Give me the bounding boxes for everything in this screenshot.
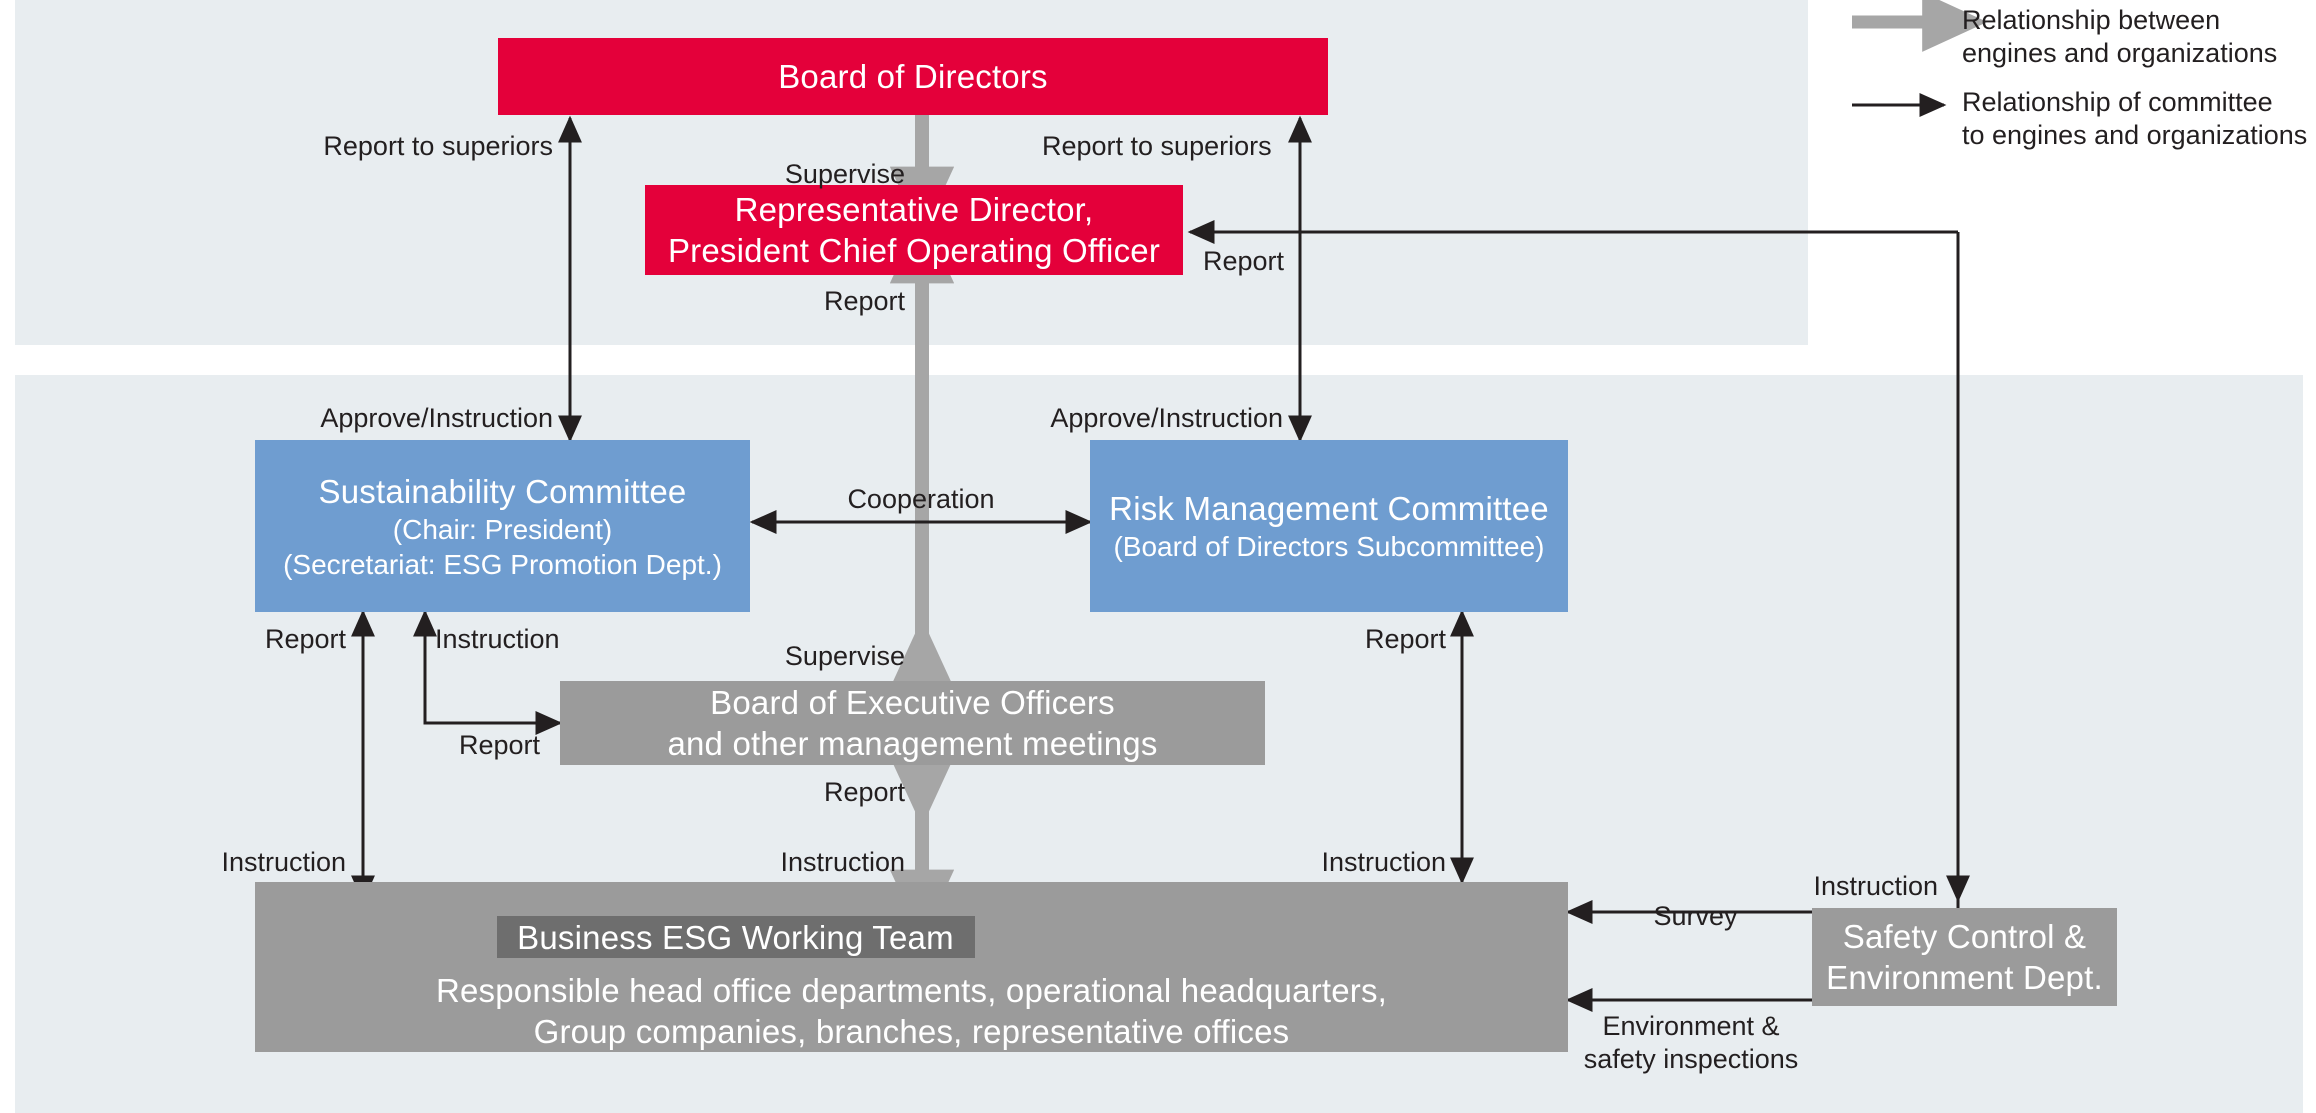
board-of-directors-title: Board of Directors <box>778 58 1048 95</box>
label-report-president-right: Report <box>1203 246 1285 276</box>
label-supervise-top: Supervise <box>784 159 905 189</box>
label-report-to-executive-officers: Report <box>458 730 540 760</box>
label-instruction-right-committee: Instruction <box>1321 847 1446 877</box>
sustainability-committee-secretariat: (Secretariat: ESG Promotion Dept.) <box>283 548 722 580</box>
node-sustainability-committee[interactable]: Sustainability Committee (Chair: Preside… <box>255 440 750 612</box>
safety-dept-line1: Safety Control & <box>1842 918 2087 955</box>
operations-bar-line1: Responsible head office departments, ope… <box>435 972 1388 1009</box>
label-supervise-center: Supervise <box>784 641 905 671</box>
label-approve-instruction-left: Approve/Instruction <box>320 403 553 433</box>
label-report-to-superiors-left: Report to superiors <box>323 131 553 161</box>
sustainability-committee-title: Sustainability Committee <box>318 472 687 510</box>
representative-director-line1: Representative Director, <box>734 191 1094 228</box>
node-safety-control-environment-dept[interactable]: Safety Control & Environment Dept. <box>1812 908 2117 1006</box>
legend-engines-line2: engines and organizations <box>1962 38 2278 68</box>
node-operations-bar[interactable]: Business ESG Working Team Responsible he… <box>255 882 1568 1052</box>
operations-bar-line2: Group companies, branches, representativ… <box>533 1013 1290 1050</box>
risk-management-committee-sub: (Board of Directors Subcommittee) <box>1113 531 1545 562</box>
legend-committee-line2: to engines and organizations <box>1962 120 2308 150</box>
label-instruction-left-lower: Instruction <box>221 847 346 877</box>
label-instruction-safety-dept: Instruction <box>1813 871 1938 901</box>
label-report-left-committee: Report <box>264 624 346 654</box>
label-environment-safety-inspections-line1: Environment & <box>1602 1011 1780 1041</box>
legend-engines-line1: Relationship between <box>1962 5 2221 35</box>
legend-item-engines-organizations: Relationship between engines and organiz… <box>1962 4 2277 70</box>
label-instruction-left-committee: Instruction <box>435 624 560 654</box>
node-business-esg-working-team[interactable]: Business ESG Working Team <box>496 916 975 958</box>
label-cooperation: Cooperation <box>847 484 995 514</box>
node-board-of-executive-officers[interactable]: Board of Executive Officers and other ma… <box>560 681 1265 765</box>
board-of-executive-officers-line1: Board of Executive Officers <box>710 684 1115 721</box>
business-esg-working-team-label: Business ESG Working Team <box>517 918 954 956</box>
representative-director-line2: President Chief Operating Officer <box>667 232 1161 269</box>
safety-dept-line2: Environment Dept. <box>1826 959 2103 996</box>
label-instruction-center-lower: Instruction <box>780 847 905 877</box>
node-representative-director[interactable]: Representative Director, President Chief… <box>645 185 1183 275</box>
label-survey: Survey <box>1653 901 1738 931</box>
label-report-center-lower: Report <box>823 777 905 807</box>
node-board-of-directors[interactable]: Board of Directors <box>498 38 1328 115</box>
label-approve-instruction-right: Approve/Instruction <box>1050 403 1283 433</box>
board-of-executive-officers-line2: and other management meetings <box>667 725 1158 762</box>
label-environment-safety-inspections-line2: safety inspections <box>1583 1044 1799 1074</box>
legend-committee-line1: Relationship of committee <box>1962 87 2273 117</box>
risk-management-committee-title: Risk Management Committee <box>1109 490 1549 527</box>
label-report-center-top: Report <box>823 286 905 316</box>
label-report-right-committee: Report <box>1364 624 1446 654</box>
sustainability-committee-chair: (Chair: President) <box>392 513 613 545</box>
node-risk-management-committee[interactable]: Risk Management Committee (Board of Dire… <box>1090 440 1568 612</box>
legend-item-committee-relationship: Relationship of committee to engines and… <box>1962 86 2307 152</box>
label-report-to-superiors-right: Report to superiors <box>1042 131 1272 161</box>
